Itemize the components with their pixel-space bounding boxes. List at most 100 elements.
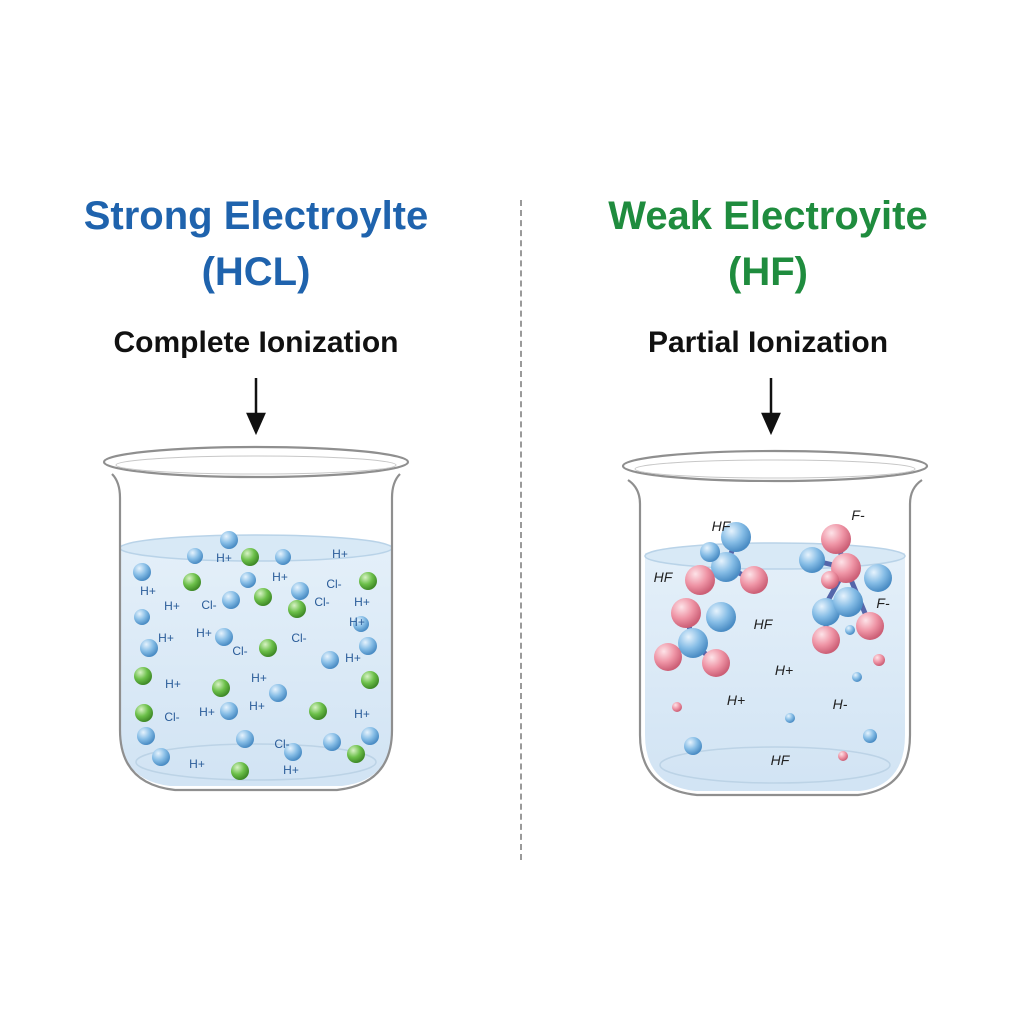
fluorine-atom — [654, 643, 682, 671]
molecule-label: HF — [654, 569, 674, 585]
strong-subtitle: Complete Ionization — [113, 326, 399, 359]
ion-label: Cl- — [164, 710, 179, 724]
hydrogen-ion — [321, 651, 339, 669]
fluorine-atom — [740, 566, 768, 594]
hydrogen-atom — [684, 737, 702, 755]
hydrogen-atom — [700, 542, 720, 562]
ion-label: Cl- — [274, 737, 289, 751]
chloride-ion — [135, 704, 153, 722]
strong-arrow — [246, 378, 266, 436]
chloride-ion — [254, 588, 272, 606]
molecule-label: F- — [851, 507, 865, 523]
weak-particles: HFF-HFF-HFH+H+H-HF — [654, 507, 892, 768]
strong-title-line1: Strong Electroylte — [83, 194, 429, 238]
hydrogen-ion — [284, 743, 302, 761]
weak-subtitle: Partial Ionization — [647, 326, 889, 359]
ion-label: H+ — [216, 551, 232, 565]
ion-label: Cl- — [201, 598, 216, 612]
hydrogen-atom — [785, 713, 795, 723]
strong-electrolyte-panel: Strong Electroylte (HCL) Complete Ioniza… — [83, 194, 429, 359]
chloride-ion — [309, 702, 327, 720]
fluorine-atom — [685, 565, 715, 595]
hydrogen-atom — [863, 729, 877, 743]
hydrogen-ion — [220, 702, 238, 720]
fluorine-atom — [671, 598, 701, 628]
hydrogen-ion — [133, 563, 151, 581]
hydrogen-ion — [361, 727, 379, 745]
ion-label: H+ — [283, 763, 299, 777]
chloride-ion — [288, 600, 306, 618]
weak-title-line2: (HF) — [728, 250, 808, 294]
molecule-label: H+ — [727, 692, 745, 708]
fluorine-atom — [821, 571, 839, 589]
fluorine-atom — [838, 751, 848, 761]
hydrogen-atom — [812, 598, 840, 626]
weak-title-line1: Weak Electroyite — [608, 194, 928, 238]
weak-arrow — [761, 378, 781, 436]
hydrogen-ion — [323, 733, 341, 751]
hydrogen-ion — [137, 727, 155, 745]
center-divider — [520, 200, 522, 860]
ion-label: H+ — [251, 671, 267, 685]
hydrogen-ion — [359, 637, 377, 655]
hydrogen-ion — [134, 609, 150, 625]
ion-label: H+ — [164, 599, 180, 613]
chloride-ion — [212, 679, 230, 697]
hydrogen-ion — [353, 616, 369, 632]
hydrogen-atom — [721, 522, 751, 552]
hydrogen-atom — [852, 672, 862, 682]
chloride-ion — [359, 572, 377, 590]
hydrogen-atom — [833, 587, 863, 617]
chloride-ion — [347, 745, 365, 763]
chloride-ion — [241, 548, 259, 566]
weak-electrolyte-panel: Weak Electroyite (HF) Partial Ionization — [512, 0, 1024, 1024]
molecule-label: H- — [833, 696, 848, 712]
chloride-ion — [361, 671, 379, 689]
molecule-label: HF — [712, 518, 732, 534]
ion-label: Cl- — [326, 577, 341, 591]
chloride-ion — [183, 573, 201, 591]
ion-label: H+ — [199, 705, 215, 719]
hydrogen-ion — [140, 639, 158, 657]
ion-label: H+ — [354, 595, 370, 609]
hydrogen-atom — [678, 628, 708, 658]
ion-label: H+ — [158, 631, 174, 645]
hydrogen-atom — [845, 625, 855, 635]
hydrogen-ion — [220, 531, 238, 549]
hydrogen-ion — [291, 582, 309, 600]
ion-label: H+ — [354, 707, 370, 721]
strong-particles: H+ H+ H+ H+ Cl- H+ Cl- Cl- H+ H+ H+ Cl- H+ Cl- H+ H+ H+ C… — [133, 531, 379, 780]
ion-label: H+ — [272, 570, 288, 584]
ion-label: H+ — [345, 651, 361, 665]
ion-label: H+ — [332, 547, 348, 561]
ion-label: H+ — [196, 626, 212, 640]
fluorine-atom — [821, 524, 851, 554]
hydrogen-ion — [269, 684, 287, 702]
hydrogen-ion — [187, 548, 203, 564]
hydrogen-atom — [864, 564, 892, 592]
chloride-ion — [134, 667, 152, 685]
ion-label: H+ — [140, 584, 156, 598]
ion-label: H+ — [189, 757, 205, 771]
molecule-label: HF — [754, 616, 774, 632]
chloride-ion — [231, 762, 249, 780]
hydrogen-atom — [711, 552, 741, 582]
fluorine-atom — [672, 702, 682, 712]
ion-label: Cl- — [314, 595, 329, 609]
ion-label: Cl- — [291, 631, 306, 645]
molecule-label: H+ — [775, 662, 793, 678]
hydrogen-ion — [275, 549, 291, 565]
fluorine-atom — [856, 612, 884, 640]
ion-label: H+ — [165, 677, 181, 691]
fluorine-atom — [812, 626, 840, 654]
fluorine-atom — [702, 649, 730, 677]
hydrogen-atom — [706, 602, 736, 632]
strong-title-line2: (HCL) — [201, 250, 311, 294]
hydrogen-ion — [152, 748, 170, 766]
hydrogen-ion — [236, 730, 254, 748]
molecule-label: F- — [876, 595, 890, 611]
chloride-ion — [259, 639, 277, 657]
fluorine-atom — [873, 654, 885, 666]
hydrogen-ion — [215, 628, 233, 646]
